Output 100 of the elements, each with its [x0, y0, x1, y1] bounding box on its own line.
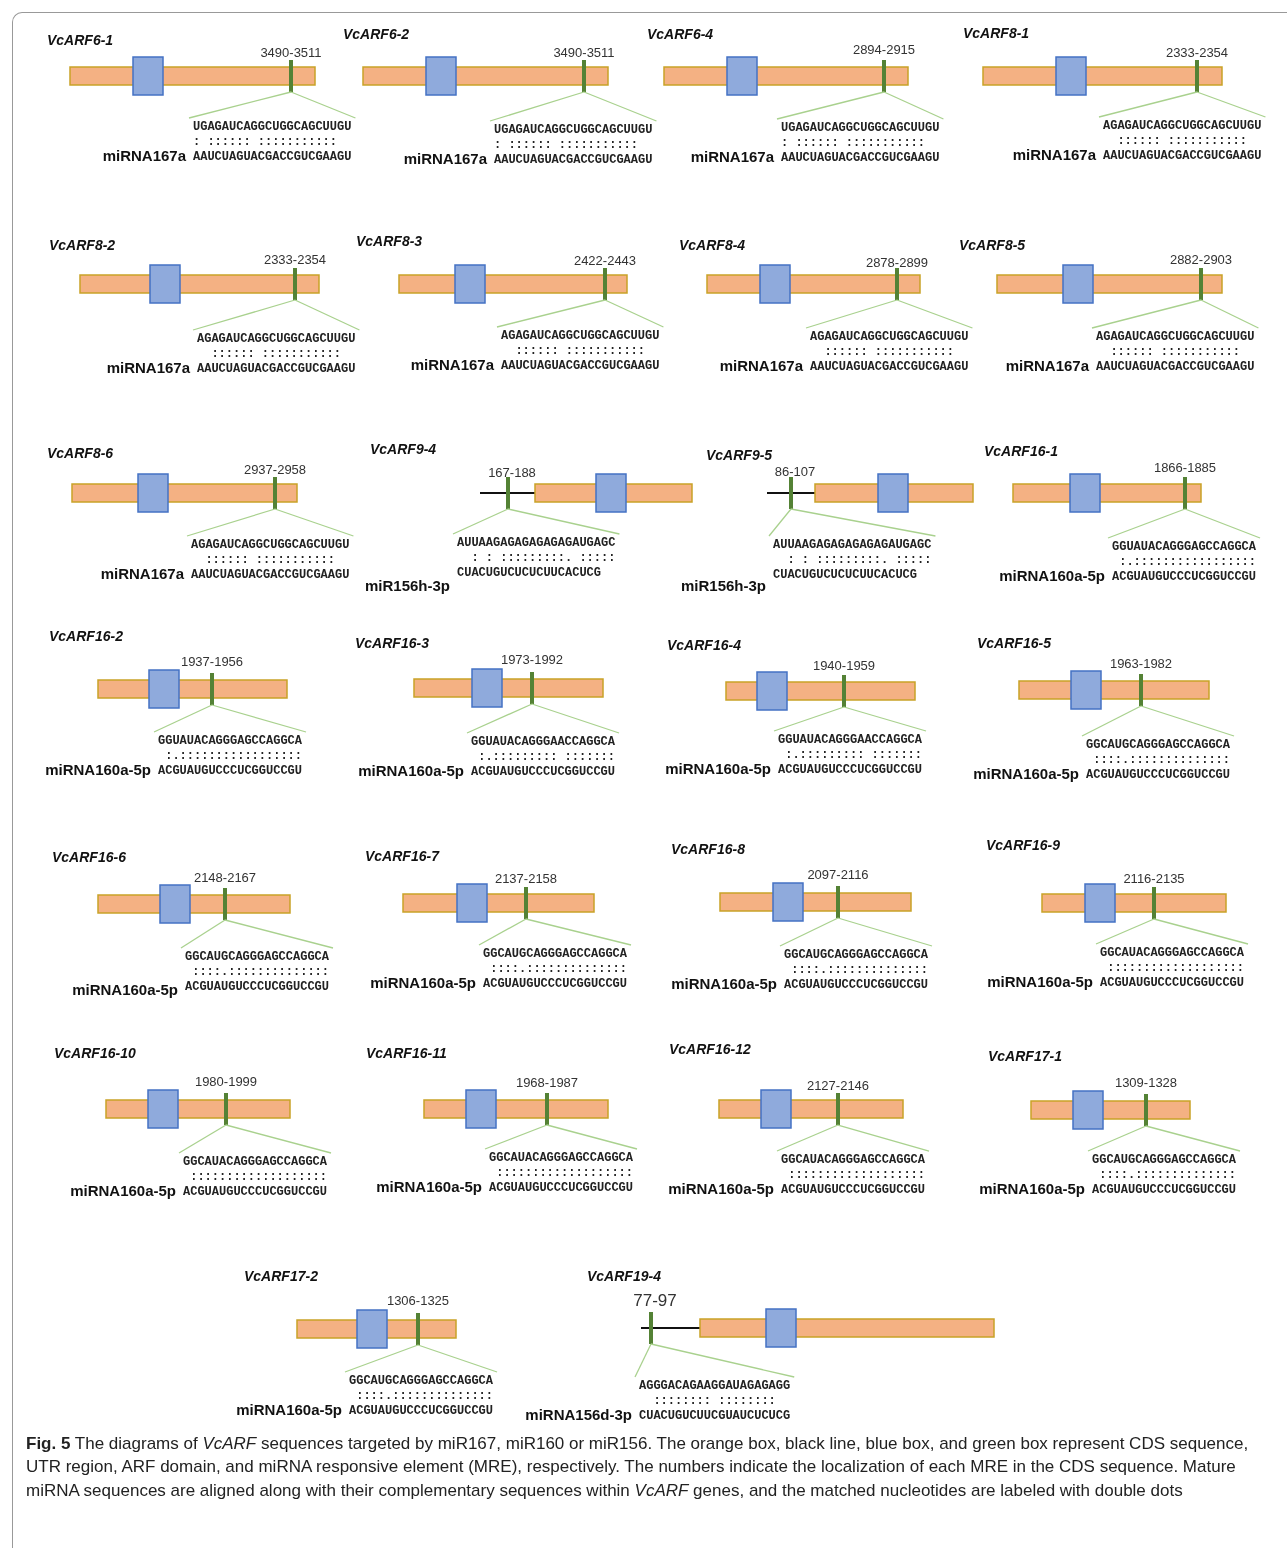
mirna-name: miRNA167a	[1005, 358, 1089, 373]
gene-name: VcARF16-3	[355, 636, 429, 650]
target-sequence: GGCAUGCAGGGAGCCAGGCA	[483, 948, 628, 960]
match-dots: :::::::::::::::::::	[495, 1167, 634, 1179]
gene-name: VcARF16-8	[671, 842, 745, 856]
position-label: 2333-2354	[1165, 46, 1229, 59]
match-dots: ::::.::::::::::::::	[489, 963, 628, 975]
mirna-sequence: CUACUGUCUCUCUUCACUCG	[773, 569, 918, 581]
gene-name: VcARF17-1	[988, 1049, 1062, 1063]
position-label: 1973-1992	[500, 653, 564, 666]
mirna-name: miRNA160a-5p	[987, 974, 1093, 989]
mirna-name: miRNA160a-5p	[999, 568, 1105, 583]
target-sequence: GGCAUGCAGGGAGCCAGGCA	[349, 1375, 494, 1387]
gene-name: VcARF16-7	[365, 849, 439, 863]
gene-name: VcARF16-10	[54, 1046, 136, 1060]
mirna-sequence: ACGUAUGUCCCUCGGUCCGU	[784, 979, 929, 991]
target-sequence: AUUAAGAGAGAGAGAGAUGAGC	[457, 537, 616, 549]
position-label: 77-97	[633, 1292, 677, 1309]
target-sequence: AGAGAUCAGGCUGGCAGCUUGU	[501, 330, 660, 342]
match-dots: ::::.::::::::::::::	[191, 966, 330, 978]
mirna-name: miRNA167a	[100, 566, 184, 581]
mirna-name: miRNA167a	[719, 358, 803, 373]
mirna-name: miRNA160a-5p	[376, 1179, 482, 1194]
gene-name: VcARF16-9	[986, 838, 1060, 852]
position-label: 1309-1328	[1114, 1076, 1178, 1089]
position-label: 2937-2958	[243, 463, 307, 476]
mirna-name: miRNA167a	[403, 151, 487, 166]
match-dots: :::::: :::::::::::	[210, 348, 342, 360]
mirna-sequence: ACGUAUGUCCCUCGGUCCGU	[489, 1182, 634, 1194]
mirna-sequence: ACGUAUGUCCCUCGGUCCGU	[1100, 977, 1245, 989]
mirna-name: miRNA167a	[410, 357, 494, 372]
gene-name: VcARF16-2	[49, 629, 123, 643]
match-dots: :::::::::::::::::::	[1106, 962, 1245, 974]
mirna-sequence: ACGUAUGUCCCUCGGUCCGU	[183, 1186, 328, 1198]
target-sequence: AGGGACAGAAGGAUAGAGAGG	[639, 1380, 791, 1392]
target-sequence: AGAGAUCAGGCUGGCAGCUUGU	[1096, 331, 1255, 343]
gene-name: VcARF17-2	[244, 1269, 318, 1283]
target-sequence: UGAGAUCAGGCUGGCAGCUUGU	[193, 121, 352, 133]
gene-name: VcARF8-5	[959, 238, 1026, 252]
target-sequence: GGUAUACAGGGAGCCAGGCA	[1112, 541, 1257, 553]
match-dots: : :::::: :::::::::::	[193, 136, 338, 148]
gene-name: VcARF16-4	[667, 638, 741, 652]
mirna-name: miR156h-3p	[680, 578, 766, 593]
target-sequence: GGCAUACAGGGAGCCAGGCA	[781, 1154, 926, 1166]
position-label: 1866-1885	[1153, 461, 1217, 474]
gene-name: VcARF19-4	[587, 1269, 661, 1283]
mirna-sequence: AAUCUAGUACGACCGUCGAAGU	[1096, 361, 1255, 373]
mirna-sequence: AAUCUAGUACGACCGUCGAAGU	[191, 569, 350, 581]
match-dots: :::::::::::::::::::	[189, 1171, 328, 1183]
mirna-sequence: ACGUAUGUCCCUCGGUCCGU	[158, 765, 303, 777]
gene-name: VcARF16-11	[366, 1046, 447, 1060]
target-sequence: GGCAUACAGGGAGCCAGGCA	[183, 1156, 328, 1168]
mirna-sequence: AAUCUAGUACGACCGUCGAAGU	[193, 151, 352, 163]
match-dots: :::::: :::::::::::	[1109, 346, 1241, 358]
match-dots: :::::::::::::::::::	[787, 1169, 926, 1181]
match-dots: :::::: :::::::::::	[204, 554, 336, 566]
mirna-sequence: AAUCUAGUACGACCGUCGAAGU	[1103, 150, 1262, 162]
figure-caption: Fig. 5 The diagrams of VcARF sequences targeted by miR167, miR160 or miR156. The orange box, black line, blue box, and green box represent CDS sequence, UTR region, ARF domain, and miRNA responsive element (MRE), respectively. The numbers indicate the localization of each MRE in the CDS sequence. Mature miRNA sequences are aligned along with their complementary sequences within VcARF genes, and the matched nucleotides are labeled with double dots	[26, 1433, 1250, 1502]
mirna-name: miRNA160a-5p	[236, 1402, 342, 1417]
gene-name: VcARF9-4	[370, 442, 437, 456]
mirna-sequence: ACGUAUGUCCCUCGGUCCGU	[185, 981, 330, 993]
match-dots: :::::: :::::::::::	[1116, 135, 1248, 147]
gene-name: VcARF6-2	[343, 27, 410, 41]
target-sequence: GGCAUGCAGGGAGCCAGGCA	[784, 949, 929, 961]
position-label: 2422-2443	[573, 254, 637, 267]
position-label: 167-188	[488, 466, 536, 479]
target-sequence: AGAGAUCAGGCUGGCAGCUUGU	[810, 331, 969, 343]
match-dots: : : :::::::::. :::::	[786, 554, 932, 566]
mirna-sequence: ACGUAUGUCCCUCGGUCCGU	[1086, 769, 1231, 781]
position-label: 3490-3511	[260, 46, 322, 59]
target-sequence: GGUAUACAGGGAGCCAGGCA	[158, 735, 303, 747]
position-label: 2127-2146	[806, 1079, 870, 1092]
target-sequence: GGCAUGCAGGGAGCCAGGCA	[1086, 739, 1231, 751]
match-dots: ::::.::::::::::::::	[1092, 754, 1231, 766]
target-sequence: UGAGAUCAGGCUGGCAGCUUGU	[781, 122, 940, 134]
mirna-sequence: ACGUAUGUCCCUCGGUCCGU	[483, 978, 628, 990]
mirna-name: miRNA160a-5p	[45, 762, 151, 777]
target-sequence: UGAGAUCAGGCUGGCAGCUUGU	[494, 124, 653, 136]
mirna-sequence: ACGUAUGUCCCUCGGUCCGU	[1112, 571, 1257, 583]
mirna-name: miRNA160a-5p	[671, 976, 777, 991]
match-dots: :::::: :::::::::::	[514, 345, 646, 357]
position-label: 2116-2135	[1123, 872, 1185, 885]
mirna-name: miRNA160a-5p	[370, 975, 476, 990]
position-label: 1963-1982	[1109, 657, 1173, 670]
match-dots: :::::: :::::::::::	[823, 346, 955, 358]
target-sequence: AUUAAGAGAGAGAGAGAUGAGC	[773, 539, 932, 551]
match-dots: :.::::::::: :::::::	[477, 751, 616, 763]
target-sequence: GGCAUGCAGGGAGCCAGGCA	[185, 951, 330, 963]
match-dots: ::::.::::::::::::::	[1098, 1169, 1237, 1181]
gene-name: VcARF16-6	[52, 850, 126, 864]
position-label: 1940-1959	[812, 659, 876, 672]
mirna-name: miR156h-3p	[364, 578, 450, 593]
gene-name: VcARF8-3	[356, 234, 423, 248]
position-label: 2148-2167	[193, 871, 257, 884]
target-sequence: GGCAUACAGGGAGCCAGGCA	[1100, 947, 1245, 959]
gene-name: VcARF9-5	[706, 448, 773, 462]
mirna-sequence: AAUCUAGUACGACCGUCGAAGU	[501, 360, 660, 372]
target-sequence: GGUAUACAGGGAACCAGGCA	[471, 736, 616, 748]
gene-name: VcARF6-4	[647, 27, 714, 41]
match-dots: ::::.::::::::::::::	[355, 1390, 494, 1402]
